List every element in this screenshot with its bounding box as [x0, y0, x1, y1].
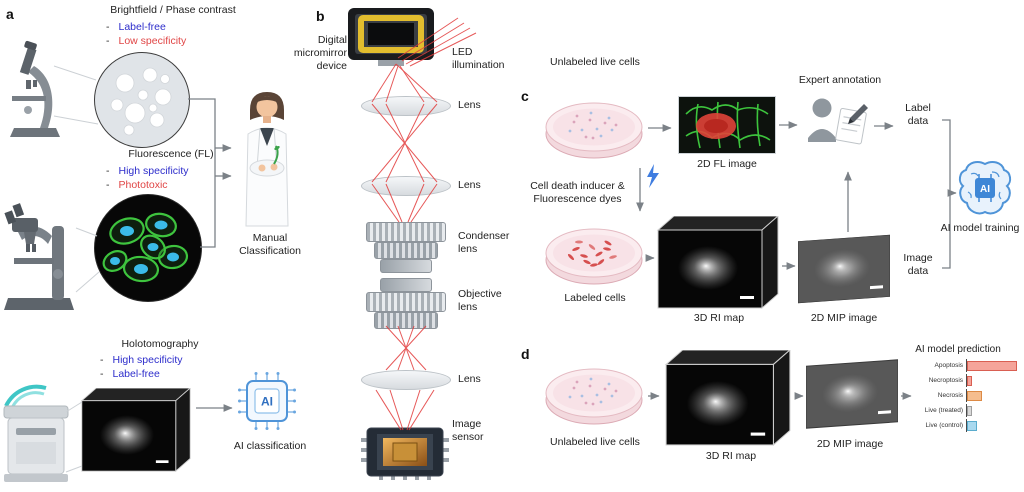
bullet-dash: -	[106, 21, 110, 33]
ri-map-cube-c	[657, 216, 779, 309]
fluorescence-sample-view	[94, 194, 202, 302]
mip-image-label-d: 2D MIP image	[816, 438, 884, 450]
ai-chip-text: AI	[261, 395, 273, 409]
prediction-bar	[967, 360, 1017, 371]
mip-image-c	[797, 234, 891, 308]
bullet-text: Label-free	[118, 21, 166, 33]
prediction-bar-track	[966, 374, 1020, 387]
ai-classification-label: AI classification	[233, 440, 307, 452]
prediction-category-label: Necroptosis	[928, 377, 964, 384]
prediction-bar	[967, 390, 983, 401]
image-data-label: Image data	[903, 252, 933, 278]
expert-annotation-label: Expert annotation	[798, 74, 882, 86]
holotomography-bullet-2: - Label-free	[100, 368, 160, 380]
prediction-row: Live (control)	[916, 418, 1020, 433]
brightfield-title: Brightfield / Phase contrast	[110, 4, 236, 16]
fluorescence-bullet-2: - Phototoxic	[106, 179, 168, 191]
ri-map-cube-d	[665, 350, 791, 446]
panel-a-label: a	[6, 6, 14, 22]
lens-bottom-label: Lens	[458, 373, 481, 385]
prediction-bar-track	[966, 389, 1020, 402]
image-sensor-icon	[361, 427, 449, 480]
prediction-bar-track	[966, 419, 1020, 432]
condenser-lens-label: Condenser lens	[458, 230, 510, 256]
objective-lens-icon	[366, 278, 446, 329]
objective-lens-label: Objective lens	[458, 288, 502, 314]
panel-c-label: c	[521, 88, 529, 104]
dmd-label: Digital micromirror device	[293, 34, 347, 73]
ai-training-label: AI model training	[940, 222, 1020, 234]
prediction-bar-track	[966, 359, 1020, 372]
labeled-cells-label: Labeled cells	[564, 292, 626, 304]
ai-brain-icon: AI	[958, 161, 1012, 215]
bullet-text: High specificity	[112, 354, 183, 366]
ri-map-cube-a	[81, 388, 191, 472]
panel-d-label: d	[521, 346, 530, 362]
prediction-bar	[967, 405, 972, 416]
prediction-bar-track	[966, 404, 1020, 417]
prediction-bar	[967, 375, 972, 386]
brightfield-sample-view	[94, 52, 190, 148]
image-sensor-label: Image sensor	[452, 418, 484, 444]
lens-mid-icon	[361, 176, 451, 196]
holotomography-device-icon	[3, 384, 69, 482]
labeled-dish-c	[545, 228, 643, 285]
manual-classification-label: Manual Classification	[239, 232, 301, 258]
bullet-dash: -	[106, 165, 110, 177]
holotomography-title: Holotomography	[121, 338, 199, 350]
unlabeled-cells-label-d: Unlabeled live cells	[550, 436, 640, 448]
bullet-text: High specificity	[118, 165, 189, 177]
prediction-category-label: Apoptosis	[934, 362, 964, 369]
fl-image-label: 2D FL image	[697, 158, 757, 170]
lens-mid-label: Lens	[458, 179, 481, 191]
bullet-text: Low specificity	[118, 35, 187, 47]
inducer-bolt-icon	[647, 164, 659, 188]
brightfield-bullet-1: - Label-free	[106, 21, 166, 33]
fluorescence-bullet-1: - High specificity	[106, 165, 189, 177]
ai-chip-icon: AI	[238, 372, 296, 430]
expert-annotation-icon	[808, 98, 868, 145]
lens-top-icon	[361, 96, 451, 116]
fl-image-thumbnail	[678, 96, 776, 154]
bullet-dash: -	[100, 368, 104, 380]
unlabeled-dish-c	[545, 102, 643, 159]
panel-b-label: b	[316, 8, 325, 24]
fluorescence-title: Fluorescence (FL)	[128, 148, 214, 160]
prediction-category-label: Live (control)	[925, 422, 964, 429]
digital-micromirror-device-icon	[348, 8, 434, 66]
ri-map-label-d: 3D RI map	[705, 450, 757, 462]
prediction-title: AI model prediction	[915, 344, 1001, 355]
ai-brain-chip-text: AI	[980, 184, 990, 195]
brightfield-microscope-icon	[10, 40, 60, 137]
scientist-person-icon	[245, 92, 289, 227]
unlabeled-dish-d	[545, 368, 643, 425]
led-illumination-label: LED illumination	[452, 46, 505, 72]
holotomography-bullet-1: - High specificity	[100, 354, 183, 366]
bullet-dash: -	[106, 179, 110, 191]
prediction-bar	[967, 420, 977, 431]
prediction-row: Necrosis	[916, 388, 1020, 403]
prediction-row: Live (treated)	[916, 403, 1020, 418]
condenser-lens-icon	[366, 222, 446, 273]
mip-image-label-c: 2D MIP image	[810, 312, 878, 324]
prediction-row: Necroptosis	[916, 373, 1020, 388]
label-data-label: Label data	[905, 102, 931, 128]
lens-bottom-icon	[361, 370, 451, 390]
brightfield-bullet-2: - Low specificity	[106, 35, 186, 47]
prediction-category-label: Necrosis	[937, 392, 964, 399]
prediction-category-label: Live (treated)	[924, 407, 964, 414]
mip-image-d	[805, 359, 899, 434]
prediction-row: Apoptosis	[916, 358, 1020, 373]
bullet-text: Label-free	[112, 368, 160, 380]
bullet-text: Phototoxic	[118, 179, 168, 191]
ri-map-label-c: 3D RI map	[693, 312, 745, 324]
bullet-dash: -	[100, 354, 104, 366]
unlabeled-cells-label-c: Unlabeled live cells	[550, 56, 640, 68]
fluorescence-microscope-icon	[4, 203, 74, 310]
inducer-label: Cell death inducer & Fluorescence dyes	[530, 180, 625, 206]
bullet-dash: -	[106, 35, 110, 47]
lens-top-label: Lens	[458, 99, 481, 111]
